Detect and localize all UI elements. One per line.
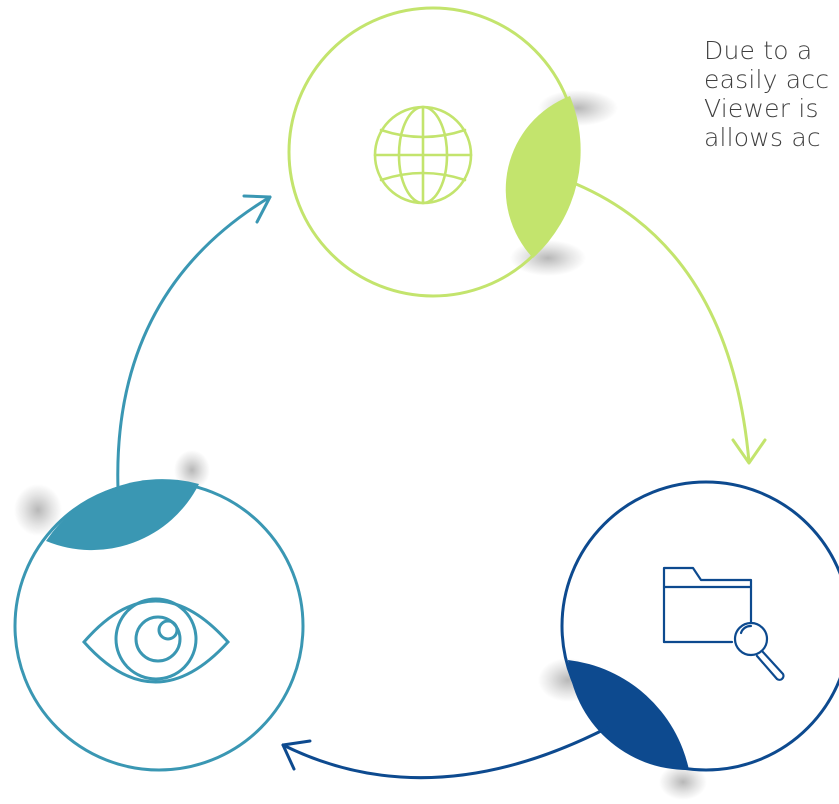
description-line: Due to a [704,36,813,65]
node-web-lens [505,96,581,258]
node-view-lens [46,479,199,551]
eye-icon [82,597,231,684]
node-search-lens [568,660,689,771]
node-view [13,450,305,772]
description-text: Due to a easily acc Viewer is allows ac [704,36,839,152]
globe-icon [373,105,473,205]
lens-shadow-bottom-right [659,764,707,800]
description-line: easily acc [704,65,830,94]
node-search-ring [560,480,839,772]
arrow-web-to-search [574,182,767,465]
lens-shadow-bottom [510,240,586,276]
node-search [538,480,839,800]
arrow-search-to-view [281,726,609,780]
lens-shadow-top-right [174,450,210,490]
lens-shadow-top-left [14,484,62,536]
arrow-view-to-web [116,194,272,491]
folder-search-icon [662,566,785,681]
node-web [287,6,618,298]
description-line: Viewer is [704,94,819,123]
description-line: allows ac [704,123,821,152]
